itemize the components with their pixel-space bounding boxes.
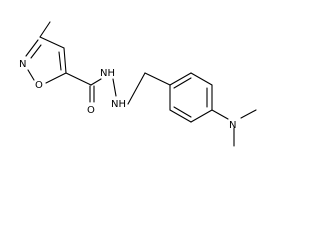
bond-o1-n2 (27, 69, 35, 81)
bond-n2-c3 (25, 39, 39, 57)
atom-carbonyl-o: O (87, 105, 95, 116)
bond-nh-nh (112, 78, 117, 97)
atom-label-layer: N O O NH NH N (19, 59, 236, 131)
bond-n-methyl-a (240, 109, 257, 119)
bond-ring-4 (190, 109, 213, 123)
bond-ring-5 (169, 109, 192, 123)
bond-carbonyl-nh (90, 78, 102, 86)
atom-isoxazole-n: N (19, 59, 26, 70)
bond-c4-c5-double (58, 51, 62, 71)
bond-c3-c4 (39, 36, 65, 49)
atom-dimethylamino-n: N (229, 120, 236, 131)
bond-ring-1 (169, 72, 192, 86)
atom-amine-nh: NH (111, 99, 126, 110)
bond-ch2-ring (144, 72, 171, 86)
bond-ring-2 (190, 72, 213, 86)
bond-layer (25, 21, 257, 147)
bond-methyl-c3 (39, 21, 51, 38)
bond-ring-1-double (173, 77, 192, 89)
atom-isoxazole-o: O (35, 80, 43, 91)
bond-ring-n (211, 109, 229, 120)
bond-n2-c3-double (30, 44, 42, 59)
bond-c5-o1 (45, 72, 67, 84)
bond-c5-carbonyl (65, 72, 92, 86)
bond-ring-5-double (173, 106, 192, 118)
molecule-structure: N O O NH NH N (19, 21, 257, 147)
bond-nh-ch2 (127, 72, 146, 105)
bond-c4-c5 (63, 47, 67, 74)
atom-amide-nh: NH (100, 68, 115, 79)
